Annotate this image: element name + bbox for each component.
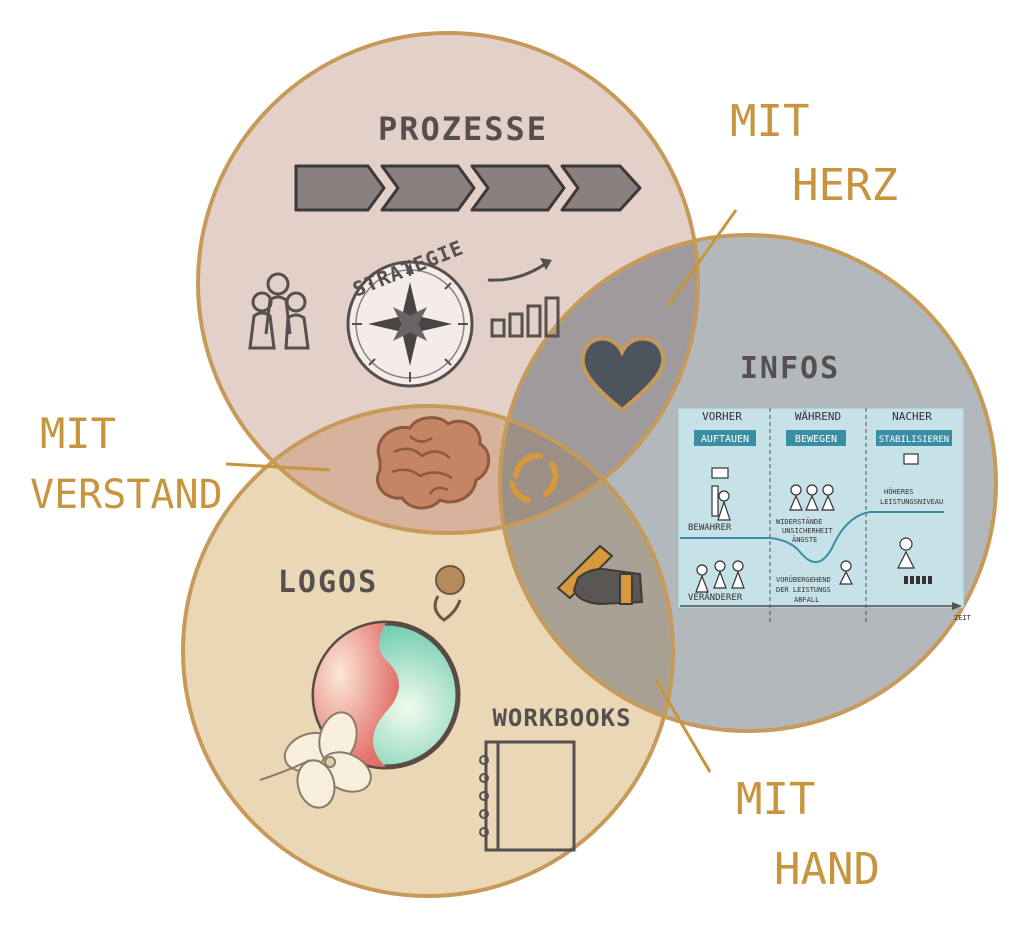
overlap-bottom-right (500, 406, 673, 731)
svg-text:MIT: MIT (730, 96, 809, 147)
svg-text:MIT: MIT (736, 774, 815, 825)
time-axis-arrow-icon (952, 602, 962, 610)
note-veraenderer: VERÄNDERER (688, 592, 743, 603)
hand-pointer-line (654, 679, 712, 773)
column-header-3: NACHER (892, 410, 932, 423)
column-tag-1: AUFTAUEN (701, 434, 749, 445)
change-curve-line (769, 511, 944, 563)
note-hoeheres-1: HÖHERES (884, 487, 914, 496)
note-bewahrer: BEWAHRER (688, 523, 732, 533)
svg-text:MIT: MIT (40, 409, 116, 458)
change-curve-chart: VORHER WÄHREND NACHER AUFTAUEN BEWEGEN S… (677, 407, 972, 624)
arrow-head-icon (540, 258, 552, 270)
infos-label: INFOS (740, 351, 840, 386)
herz-pointer-line (666, 209, 738, 307)
mit-hand-label: MIT HAND (736, 774, 880, 895)
column-header-1: VORHER (702, 410, 742, 423)
bar-steps-icon (490, 296, 560, 338)
column-tag-2: BEWEGEN (795, 434, 837, 445)
growth-arrow-icon (487, 260, 549, 282)
strategy-compass-icon (346, 260, 474, 388)
column-header-2: WÄHREND (795, 410, 841, 423)
note-widerstand-3: ÄNGSTE (792, 535, 817, 544)
notebook-icon (479, 740, 576, 852)
cycle-arrows-icon (509, 452, 559, 503)
logos-label: LOGOS (278, 565, 378, 600)
mit-verstand-label: MIT VERSTAND (30, 409, 223, 518)
column-tag-3: STABILISIEREN (879, 435, 949, 445)
heart-icon (580, 336, 666, 413)
clover-icon (283, 711, 372, 809)
people-group-icon (248, 272, 310, 350)
svg-text:VERSTAND: VERSTAND (30, 472, 223, 518)
note-voruebergehend-3: ABFALL (794, 596, 819, 604)
figures-icon (695, 453, 919, 593)
svg-text:HERZ: HERZ (792, 160, 898, 211)
writing-hand-icon (556, 544, 644, 606)
battery-icon (904, 576, 932, 584)
note-widerstand-1: WIDERSTÄNDE (776, 517, 822, 526)
prozesse-label: PROZESSE (378, 110, 548, 148)
mit-herz-label: MIT HERZ (730, 96, 898, 211)
brain-icon (376, 416, 491, 510)
svg-text:HAND: HAND (774, 844, 880, 895)
process-chevrons-icon (294, 164, 642, 212)
note-zeit: ZEIT (954, 614, 972, 622)
note-hoeheres-2: LEISTUNGSNIVEAU (880, 498, 943, 506)
note-voruebergehend-1: VORÜBERGEHEND (776, 575, 831, 584)
note-voruebergehend-2: DER LEISTUNGS (776, 586, 831, 594)
verstand-pointer-line (225, 462, 331, 472)
workbooks-label: WORKBOOKS (492, 704, 631, 732)
note-widerstand-2: UNSICHERHEIT (782, 527, 833, 535)
